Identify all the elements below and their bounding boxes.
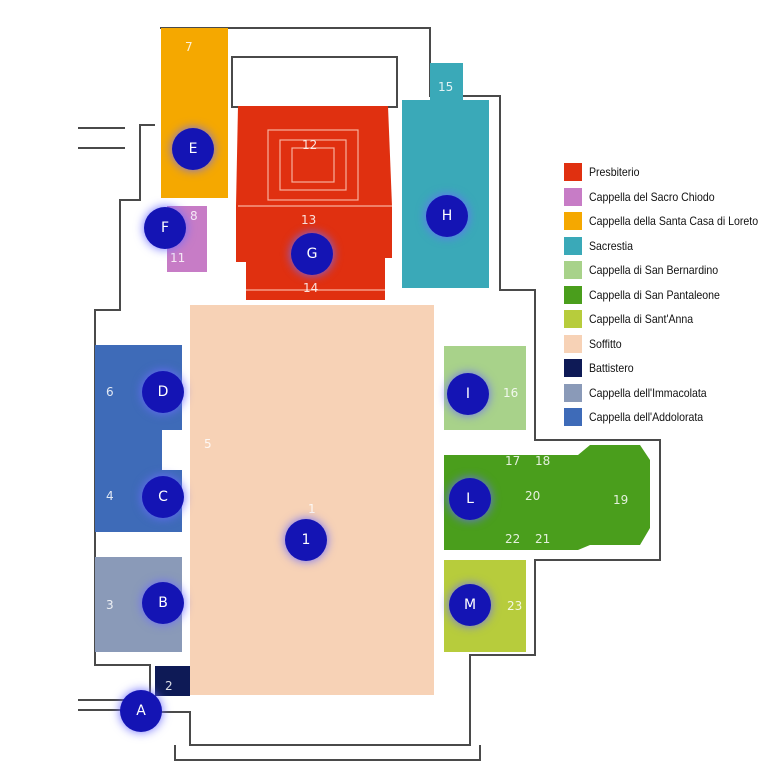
- marker-d[interactable]: D: [142, 371, 184, 413]
- legend-label: Battistero: [589, 361, 634, 376]
- room-number-19: 19: [613, 493, 628, 507]
- room-number-10: 10: [206, 249, 221, 263]
- svg-text:E: E: [189, 141, 198, 157]
- svg-text:A: A: [136, 703, 146, 719]
- legend-item-sant-anna: Cappella di Sant'Anna: [564, 307, 776, 332]
- svg-text:M: M: [464, 597, 476, 613]
- legend-item-sacro-chiodo: Cappella del Sacro Chiodo: [564, 185, 776, 210]
- marker-m[interactable]: M: [449, 584, 491, 626]
- room-battistero: [155, 666, 190, 696]
- legend-swatch: [564, 383, 582, 402]
- room-presbiterio-upper: [236, 106, 392, 206]
- room-number-3: 3: [106, 598, 114, 612]
- legend-swatch: [564, 408, 582, 427]
- legend-swatch: [564, 261, 582, 280]
- svg-text:L: L: [466, 491, 474, 507]
- marker-a[interactable]: A: [120, 690, 162, 732]
- svg-text:1: 1: [302, 532, 311, 548]
- room-immacolata: [95, 557, 182, 652]
- marker-e[interactable]: E: [172, 128, 214, 170]
- room-number-22: 22: [505, 532, 520, 546]
- legend-swatch: [564, 236, 582, 255]
- svg-text:I: I: [466, 386, 470, 402]
- marker-f[interactable]: F: [144, 207, 186, 249]
- legend-label: Cappella dell'Addolorata: [589, 410, 704, 425]
- legend-item-sacrestia: Sacrestia: [564, 234, 776, 259]
- legend-label: Presbiterio: [589, 165, 640, 180]
- marker-b[interactable]: B: [142, 582, 184, 624]
- legend-item-san-pantaleone: Cappella di San Pantaleone: [564, 283, 776, 308]
- room-number-16: 16: [503, 386, 518, 400]
- marker-h[interactable]: H: [426, 195, 468, 237]
- room-number-13: 13: [301, 213, 316, 227]
- legend-label: Cappella di San Pantaleone: [589, 287, 720, 302]
- legend-label: Cappella del Sacro Chiodo: [589, 189, 715, 204]
- legend-label: Cappella dell'Immacolata: [589, 385, 707, 400]
- room-number-9: 9: [211, 218, 219, 232]
- room-number-12: 12: [302, 138, 317, 152]
- room-number-17: 17: [505, 454, 520, 468]
- legend-item-soffitto: Soffitto: [564, 332, 776, 357]
- room-santa-casa: [161, 28, 228, 198]
- room-sacrestia: [402, 100, 489, 288]
- room-number-11: 11: [170, 251, 185, 265]
- legend-label: Soffitto: [589, 336, 622, 351]
- legend-item-battistero: Battistero: [564, 356, 776, 381]
- room-number-6: 6: [106, 385, 114, 399]
- room-san-pantaleone: [444, 445, 650, 550]
- room-number-14: 14: [303, 281, 318, 295]
- legend-swatch: [564, 163, 582, 182]
- legend-swatch: [564, 212, 582, 231]
- room-number-2: 2: [165, 679, 173, 693]
- marker-c[interactable]: C: [142, 476, 184, 518]
- legend-swatch: [564, 334, 582, 353]
- svg-text:F: F: [161, 220, 169, 236]
- legend-item-san-bernardino: Cappella di San Bernardino: [564, 258, 776, 283]
- room-number-7: 7: [185, 40, 193, 54]
- legend-item-immacolata: Cappella dell'Immacolata: [564, 381, 776, 406]
- legend-swatch: [564, 359, 582, 378]
- svg-text:G: G: [307, 246, 318, 262]
- legend-swatch: [564, 285, 582, 304]
- marker-l[interactable]: L: [449, 478, 491, 520]
- svg-text:B: B: [158, 595, 168, 611]
- legend-swatch: [564, 310, 582, 329]
- legend-label: Sacrestia: [589, 238, 634, 253]
- room-number-4: 4: [106, 489, 114, 503]
- marker-1[interactable]: 1: [285, 519, 327, 561]
- room-number-15: 15: [438, 80, 453, 94]
- legend-label: Cappella della Santa Casa di Loreto: [589, 214, 759, 229]
- room-number-21: 21: [535, 532, 550, 546]
- room-number-8: 8: [190, 209, 198, 223]
- svg-text:C: C: [158, 489, 168, 505]
- legend-swatch: [564, 187, 582, 206]
- marker-g[interactable]: G: [291, 233, 333, 275]
- legend-item-addolorata: Cappella dell'Addolorata: [564, 405, 776, 430]
- presbiterio-details: [238, 129, 392, 291]
- room-number-1: 1: [308, 502, 316, 516]
- legend-label: Cappella di Sant'Anna: [589, 312, 694, 327]
- room-sacrestia-annex: [430, 63, 463, 101]
- room-number-23: 23: [507, 599, 522, 613]
- legend-label: Cappella di San Bernardino: [589, 263, 719, 278]
- svg-text:D: D: [158, 384, 169, 400]
- svg-text:H: H: [442, 208, 453, 224]
- legend-item-presbiterio: Presbiterio: [564, 160, 776, 185]
- marker-i[interactable]: I: [447, 373, 489, 415]
- room-number-20: 20: [525, 489, 540, 503]
- room-number-18: 18: [535, 454, 550, 468]
- room-number-5: 5: [204, 437, 212, 451]
- legend: Presbiterio Cappella del Sacro Chiodo Ca…: [564, 160, 776, 430]
- room-soffitto: [190, 305, 434, 695]
- legend-item-santa-casa: Cappella della Santa Casa di Loreto: [564, 209, 776, 234]
